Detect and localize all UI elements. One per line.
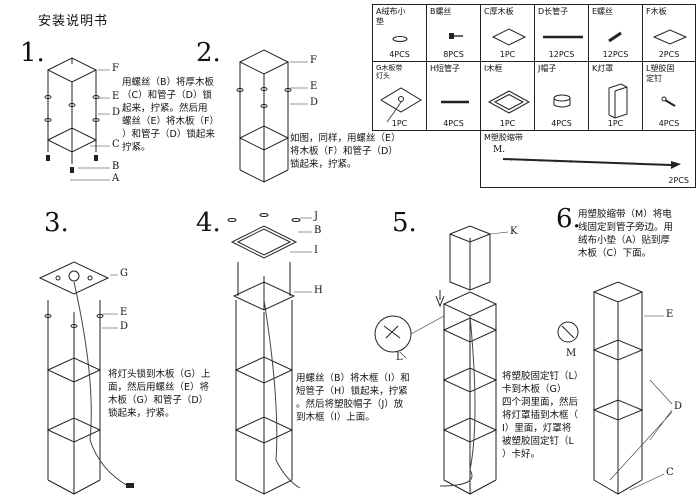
part-qty: 12PCS bbox=[602, 50, 629, 59]
cable-tie-icon bbox=[502, 158, 681, 169]
step-4-number: 4. bbox=[196, 208, 221, 238]
short-tube-icon bbox=[441, 100, 469, 104]
part-qty: 4PCS bbox=[389, 50, 410, 59]
step-4-label-j: J bbox=[314, 211, 319, 222]
step-5-number: 5. bbox=[392, 208, 417, 238]
step-2-instruction: 如图，同样，用螺丝（E） 将木板（F）和管子（D） 锁起来，拧紧。 bbox=[290, 133, 401, 170]
plastic-nail-icon bbox=[661, 96, 676, 107]
board-icon bbox=[652, 29, 688, 45]
step-1-label-b: B bbox=[112, 161, 120, 172]
step-3-label-d: D bbox=[120, 321, 129, 332]
part-name: A绒布小 垫 bbox=[376, 7, 406, 26]
part-qty: 4PCS bbox=[551, 119, 572, 128]
thick-board-icon bbox=[491, 28, 527, 46]
long-tube-icon bbox=[543, 35, 583, 39]
step-6-label-m: M bbox=[566, 348, 577, 359]
part-qty: 4PCS bbox=[658, 119, 680, 128]
part-qty: 1PC bbox=[499, 50, 516, 59]
part-qty: 1PC bbox=[499, 119, 516, 128]
step-5-label-k: K bbox=[510, 226, 518, 237]
step-2-label-e: E bbox=[310, 81, 318, 92]
part-cell-l: L塑胶固 定钉 4PCS bbox=[642, 61, 696, 131]
part-name: F木板 bbox=[646, 7, 667, 16]
step-4-label-h: H bbox=[314, 285, 323, 296]
part-name: C厚木板 bbox=[484, 7, 514, 16]
part-qty: 2PCS bbox=[658, 50, 680, 59]
step-5-label-l: L bbox=[396, 352, 403, 363]
step-1-label-c: C bbox=[112, 139, 120, 150]
part-name: K灯罩 bbox=[592, 64, 614, 73]
part-qty: 4PCS bbox=[443, 119, 464, 128]
cable-tie-letter: M. bbox=[493, 145, 506, 155]
step-1-label-e: E bbox=[112, 91, 120, 102]
part-qty: 1PC bbox=[391, 119, 408, 128]
part-cell-m: M塑胶缩带 M. 2PCS bbox=[480, 130, 696, 188]
screw-e-icon bbox=[608, 31, 622, 43]
step-3-number: 3. bbox=[44, 208, 69, 238]
part-name: H短管子 bbox=[430, 64, 461, 73]
step-5-instruction: 将塑胶固定钉（L） 卡到木板（G） 四个洞里面，然后 将灯罩插到木框（ I）里面… bbox=[502, 371, 584, 460]
part-name: D长管子 bbox=[538, 7, 569, 16]
part-qty: 12PCS bbox=[548, 50, 575, 59]
page-title: 安装说明书 bbox=[38, 14, 109, 29]
step-6-label-e: E bbox=[666, 309, 674, 320]
part-cell-g: G木板带 灯头 1PC bbox=[372, 61, 427, 131]
step-4-instruction: 用螺丝（B）将木框（I）和 短管子（H）锁起来，拧紧 。然后将塑胶帽子（J）放 … bbox=[296, 373, 410, 423]
step-2-number: 2. bbox=[196, 38, 221, 68]
screw-icon bbox=[449, 33, 463, 39]
part-name: J帽子 bbox=[538, 64, 557, 73]
part-name: G木板带 灯头 bbox=[376, 64, 403, 80]
step-1-label-a: A bbox=[112, 173, 120, 184]
part-qty: 8PCS bbox=[443, 50, 464, 59]
step-3-label-g: G bbox=[120, 268, 128, 279]
wood-frame-icon bbox=[487, 90, 531, 114]
part-cell-f: F木板 2PCS bbox=[642, 4, 696, 62]
step-1-label-d: D bbox=[112, 107, 121, 118]
step-2-label-f: F bbox=[310, 55, 317, 66]
part-name: L塑胶固 定钉 bbox=[646, 64, 675, 83]
step-6-number: 6. bbox=[556, 204, 581, 234]
step-2-label-d: D bbox=[310, 97, 319, 108]
felt-pad-icon bbox=[392, 36, 408, 42]
step-1-instruction: 用螺丝（B）将厚木板 （C）和管子（D）锁 起来，拧紧。然后用 螺丝（E）将木板… bbox=[122, 77, 219, 153]
step-6-label-d: D bbox=[674, 401, 683, 412]
part-name: B螺丝 bbox=[430, 7, 452, 16]
step-4-label-i: I bbox=[314, 245, 318, 256]
part-cell-b: B螺丝 8PCS bbox=[426, 4, 481, 62]
cap-icon bbox=[553, 94, 571, 108]
part-name: I木框 bbox=[484, 64, 503, 73]
step-3-instruction: 将灯头锁到木板（G）上 面，然后用螺丝（E）将 木板（G）和管子（D） 锁起来，… bbox=[108, 369, 211, 419]
part-cell-j: J帽子 4PCS bbox=[534, 61, 589, 131]
part-cell-h: H短管子 4PCS bbox=[426, 61, 481, 131]
lamp-board-icon bbox=[380, 87, 422, 123]
part-qty: 2PCS bbox=[668, 176, 689, 185]
part-qty: 1PC bbox=[607, 119, 624, 128]
step-6-label-c: C bbox=[666, 467, 674, 478]
lampshade-icon bbox=[608, 83, 628, 119]
step-4-label-b: B bbox=[314, 225, 322, 236]
step-1-number: 1. bbox=[20, 38, 45, 68]
part-name: E螺丝 bbox=[592, 7, 614, 16]
step-3-label-e: E bbox=[120, 307, 128, 318]
parts-table: A绒布小 垫 4PCS B螺丝 8PCS C厚木板 1PC D长管子 12PCS… bbox=[372, 4, 696, 188]
step-1-label-f: F bbox=[112, 63, 119, 74]
step-6-instruction: 用塑胶缩带（M）将电 线固定到管子旁边。用 绒布小垫（A）贴到厚 木板（C）下面… bbox=[578, 209, 674, 259]
part-name: M塑胶缩带 bbox=[484, 133, 523, 142]
